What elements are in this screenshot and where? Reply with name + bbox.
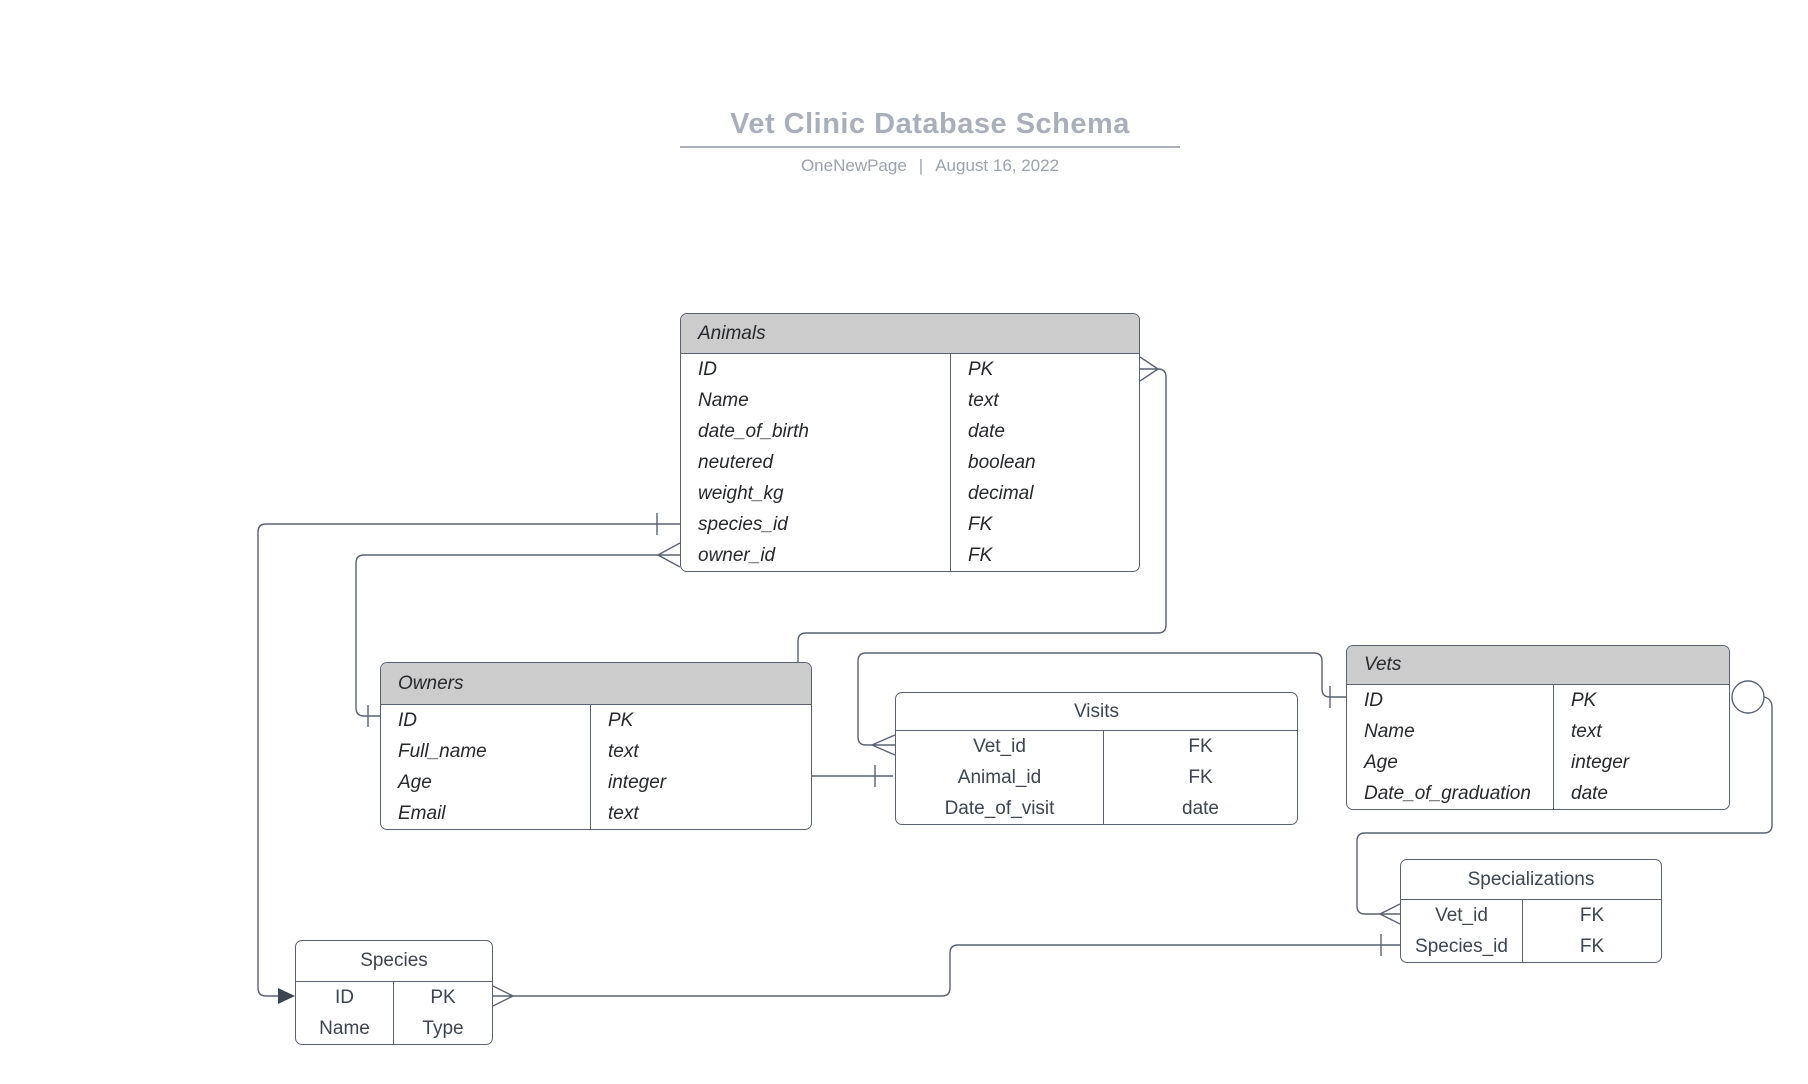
field-cell: Name (681, 385, 951, 416)
subtitle-source: OneNewPage (800, 156, 907, 175)
type-cell: PK (430, 986, 456, 1008)
arrow-marker-species-id-icon (278, 988, 295, 1004)
field-cell: species_id (681, 509, 951, 540)
field-cell: ID (1347, 685, 1554, 716)
table-row: owner_id FK (681, 540, 1139, 571)
table-row: neutered boolean (681, 447, 1139, 478)
field-cell: Email (381, 798, 591, 829)
type-cell: FK (968, 544, 993, 566)
table-row: Vet_id FK (896, 731, 1297, 762)
table-vets-header: Vets (1347, 646, 1729, 685)
field-cell: Species_id (1401, 931, 1523, 962)
table-visits-title: Visits (1073, 700, 1120, 722)
type-cell: PK (608, 709, 634, 731)
type-cell: PK (968, 358, 994, 380)
subtitle-separator: | (918, 156, 924, 175)
field-cell: Date_of_visit (896, 793, 1104, 824)
table-animals-header: Animals (681, 314, 1139, 354)
type-cell: FK (1579, 904, 1605, 926)
type-cell: FK (968, 513, 993, 535)
table-row: Email text (381, 798, 811, 829)
table-row: Species_id FK (1401, 931, 1661, 962)
table-owners-title: Owners (398, 672, 464, 694)
field-cell: Vet_id (1401, 900, 1523, 931)
table-vets: Vets ID PK Name text Age integer Date_of_gr… (1346, 645, 1730, 810)
field-cell: Vet_id (896, 731, 1104, 762)
many-marker-animals-owner-id-icon (657, 542, 681, 568)
table-specializations-title: Specializations (1467, 868, 1595, 890)
field-cell: Age (381, 767, 591, 798)
field-cell: Date_of_graduation (1347, 778, 1554, 809)
type-cell: boolean (968, 451, 1036, 473)
type-cell: text (608, 802, 639, 824)
table-visits-header: Visits (896, 693, 1297, 731)
table-row: Date_of_visit date (896, 793, 1297, 824)
table-row: ID PK (296, 982, 492, 1013)
table-species: Species ID PK Name Type (295, 940, 493, 1045)
type-cell: Type (422, 1017, 464, 1039)
table-row: Date_of_graduation date (1347, 778, 1729, 809)
table-species-header: Species (296, 941, 492, 982)
table-row: ID PK (681, 354, 1139, 385)
type-cell: date (1571, 782, 1608, 804)
type-cell: date (968, 420, 1005, 442)
table-row: weight_kg decimal (681, 478, 1139, 509)
field-cell: Age (1347, 747, 1554, 778)
page-title: Vet Clinic Database Schema (730, 108, 1130, 140)
type-cell: FK (1188, 735, 1213, 757)
field-cell: weight_kg (681, 478, 951, 509)
type-cell: integer (608, 771, 667, 793)
subtitle-date: August 16, 2022 (935, 156, 1060, 175)
type-cell: date (1182, 797, 1219, 819)
field-cell: Name (1347, 716, 1554, 747)
table-row: species_id FK (681, 509, 1139, 540)
field-cell: Animal_id (896, 762, 1104, 793)
table-row: Vet_id FK (1401, 900, 1661, 931)
type-cell: PK (1571, 689, 1597, 711)
table-row: date_of_birth date (681, 416, 1139, 447)
type-cell: text (608, 740, 639, 762)
table-row: ID PK (1347, 685, 1729, 716)
field-cell: Full_name (381, 736, 591, 767)
field-cell: ID (296, 982, 394, 1013)
field-cell: owner_id (681, 540, 951, 571)
table-row: Age integer (1347, 747, 1729, 778)
field-cell: neutered (681, 447, 951, 478)
title-block: Vet Clinic Database Schema OneNewPage | Au… (680, 107, 1180, 176)
type-cell: FK (1579, 935, 1605, 957)
many-marker-species-pk-icon (492, 985, 514, 1007)
table-vets-title: Vets (1364, 654, 1402, 675)
field-cell: date_of_birth (681, 416, 951, 447)
table-animals-title: Animals (698, 322, 766, 344)
table-row: Name text (681, 385, 1139, 416)
table-row: ID PK (381, 705, 811, 736)
table-specializations-header: Specializations (1401, 860, 1661, 900)
table-row: Full_name text (381, 736, 811, 767)
field-cell: ID (381, 705, 591, 736)
type-cell: FK (1188, 766, 1213, 788)
connector-species-specializations (513, 944, 1400, 997)
table-row: Age integer (381, 767, 811, 798)
field-cell: Name (296, 1013, 394, 1044)
type-cell: integer (1571, 751, 1630, 773)
many-marker-animals-id-icon (1139, 356, 1159, 382)
many-marker-specializations-vet-id-icon (1379, 903, 1401, 925)
table-row: Name Type (296, 1013, 492, 1044)
zero-marker-vets-icon (1731, 680, 1765, 714)
table-owners-header: Owners (381, 663, 811, 705)
many-marker-visits-vet-id-icon (871, 734, 896, 756)
table-row: Animal_id FK (896, 762, 1297, 793)
type-cell: text (968, 389, 999, 411)
page-subtitle: OneNewPage | August 16, 2022 (680, 156, 1180, 176)
table-species-title: Species (360, 950, 428, 971)
table-row: Name text (1347, 716, 1729, 747)
title-underline (680, 146, 1180, 148)
type-cell: decimal (968, 482, 1034, 504)
type-cell: text (1571, 720, 1602, 742)
field-cell: ID (681, 354, 951, 385)
